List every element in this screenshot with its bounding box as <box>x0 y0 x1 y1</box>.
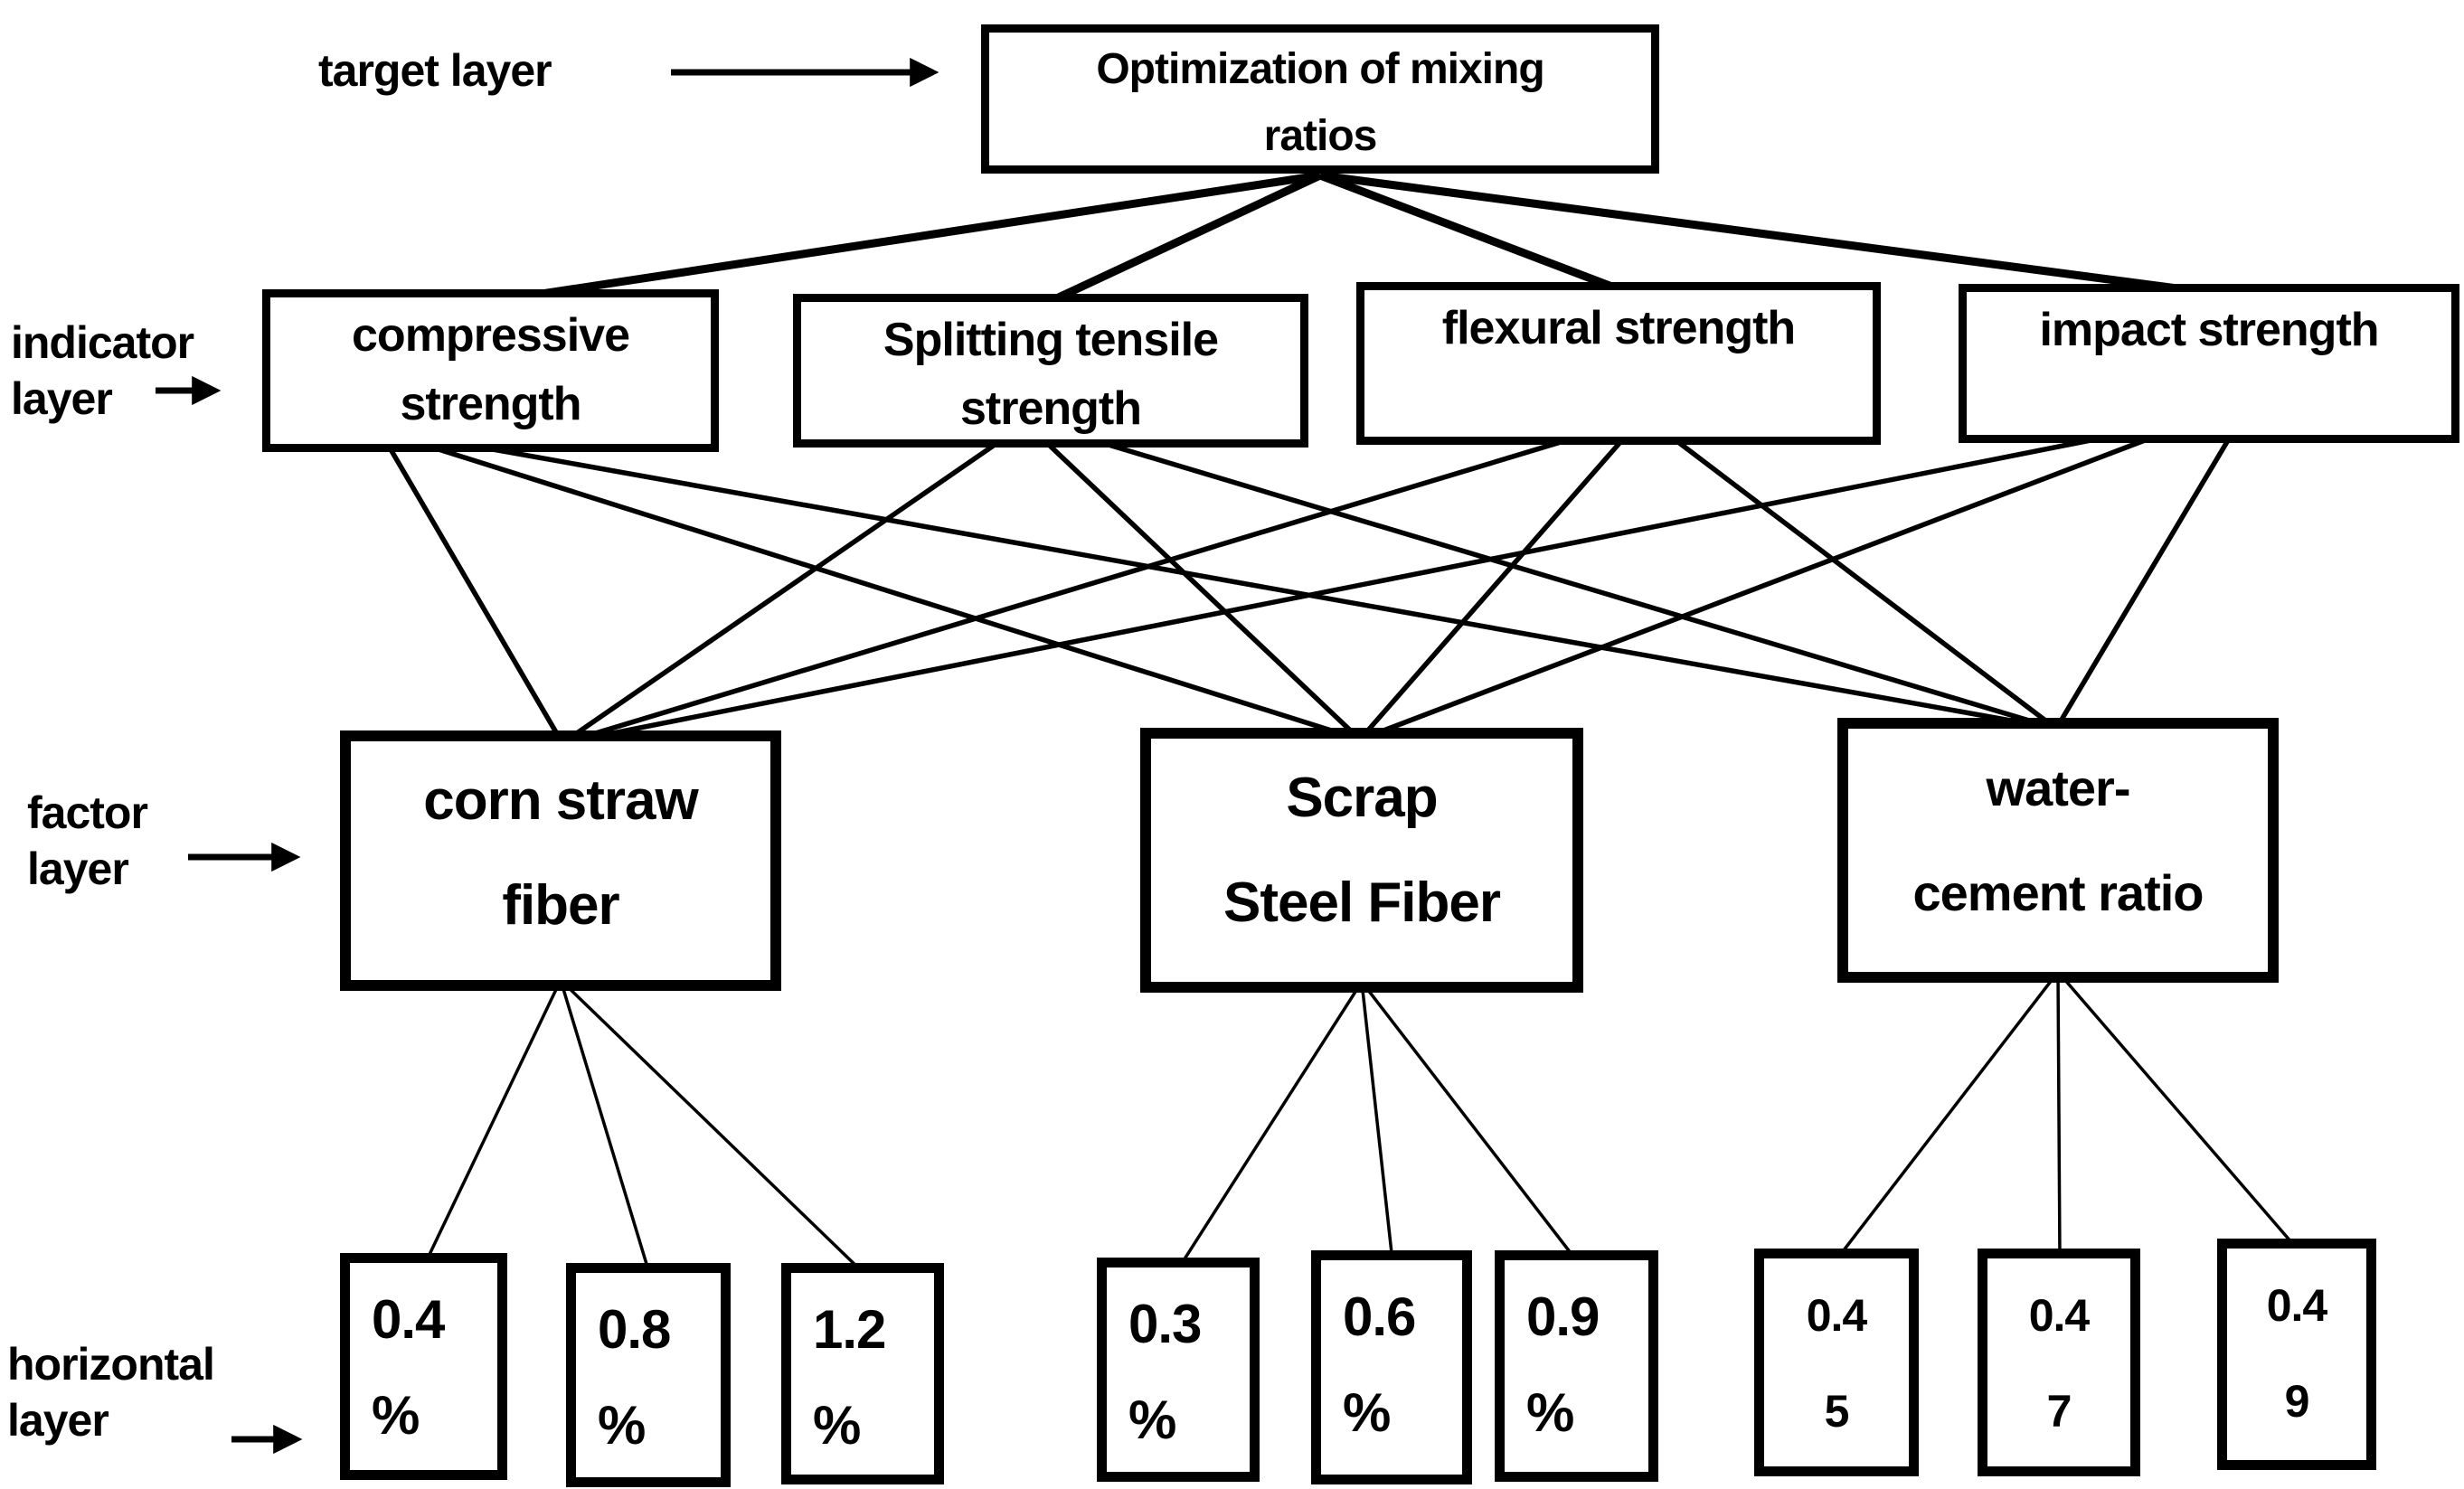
horizontal-layer-label-line2: layer <box>7 1395 109 1446</box>
node-level-0.4-percent: 0.4 % <box>340 1253 507 1480</box>
target-layer-label: target layer <box>318 42 552 99</box>
node-text-line2: % <box>813 1395 861 1456</box>
node-level-0.3-percent: 0.3 % <box>1097 1258 1260 1482</box>
node-text-line2: 7 <box>2046 1386 2072 1437</box>
indicator-layer-label-line1: indicator <box>11 317 194 368</box>
node-level-0.45: 0.4 5 <box>1754 1249 1919 1476</box>
horizontal-layer-label-line1: horizontal <box>7 1339 215 1390</box>
target-to-indicator-links <box>511 171 2213 306</box>
horizontal-layer-label: horizontal layer <box>7 1336 215 1448</box>
node-text-line1: compressive <box>352 309 630 362</box>
node-level-0.49: 0.4 9 <box>2217 1239 2376 1470</box>
indicator-layer-label-line2: layer <box>11 373 113 424</box>
node-text-line1: Scrap <box>1286 767 1438 829</box>
node-target-optimization: Optimization of mixing ratios <box>981 24 1659 174</box>
node-text-line2: strength <box>400 378 582 430</box>
node-text-line1: impact strength <box>2039 304 2379 356</box>
node-factor-water-cement-ratio: water- cement ratio <box>1837 718 2279 983</box>
layer-label-arrows <box>156 57 939 1455</box>
node-text-line2: % <box>1128 1390 1176 1450</box>
node-text-line1: 0.8 <box>598 1299 671 1360</box>
node-text-line2: 9 <box>2284 1376 2310 1427</box>
node-factor-scrap-steel-fiber: Scrap Steel Fiber <box>1140 728 1583 993</box>
node-text-line1: 0.4 <box>1806 1290 1868 1341</box>
node-level-0.47: 0.4 7 <box>1978 1249 2140 1476</box>
node-text-line1: water- <box>1986 759 2131 816</box>
node-text-line2: 5 <box>1824 1386 1850 1437</box>
node-text-line2: % <box>598 1395 646 1456</box>
node-text-line1: 0.9 <box>1526 1286 1600 1347</box>
factor-to-level-links <box>423 970 2299 1275</box>
node-text-line2: % <box>1526 1382 1574 1443</box>
node-text-line2: strength <box>960 382 1142 435</box>
node-indicator-impact-strength: impact strength <box>1959 284 2459 443</box>
node-text-line1: 0.4 <box>372 1289 445 1350</box>
node-factor-corn-straw-fiber: corn straw fiber <box>340 730 781 991</box>
node-indicator-compressive-strength: compressive strength <box>262 289 719 452</box>
indicator-layer-label: indicator layer <box>11 315 194 427</box>
node-text-line2: Steel Fiber <box>1223 872 1501 934</box>
node-text-line2: ratios <box>1263 112 1378 160</box>
factor-layer-label-line2: layer <box>27 843 129 894</box>
node-level-1.2-percent: 1.2 % <box>781 1263 944 1484</box>
node-text-line1: 0.4 <box>2266 1280 2328 1331</box>
node-text-line1: 0.6 <box>1343 1286 1416 1347</box>
node-level-0.9-percent: 0.9 % <box>1495 1250 1658 1482</box>
node-text-line2: % <box>1343 1382 1391 1443</box>
node-text-line2: % <box>372 1385 420 1446</box>
node-indicator-splitting-tensile-strength: Splitting tensile strength <box>793 294 1308 448</box>
indicator-to-factor-links <box>388 438 2231 746</box>
node-text-line2: cement ratio <box>1912 864 2204 921</box>
node-indicator-flexural-strength: flexural strength <box>1356 282 1881 445</box>
node-text-line1: flexural strength <box>1441 302 1796 354</box>
node-level-0.6-percent: 0.6 % <box>1311 1250 1472 1484</box>
node-text-line1: Optimization of mixing <box>1096 45 1544 93</box>
node-text-line1: corn straw <box>423 769 699 832</box>
factor-layer-label: factor layer <box>27 785 148 897</box>
factor-layer-label-line1: factor <box>27 787 148 838</box>
node-text-line2: fiber <box>502 874 619 937</box>
node-text-line1: 0.4 <box>2028 1290 2091 1341</box>
node-text-line1: 0.3 <box>1128 1294 1202 1354</box>
node-level-0.8-percent: 0.8 % <box>566 1263 731 1487</box>
node-text-line1: 1.2 <box>813 1299 886 1360</box>
target-layer-label-text: target layer <box>318 45 552 96</box>
node-text-line1: Splitting tensile <box>883 314 1219 366</box>
